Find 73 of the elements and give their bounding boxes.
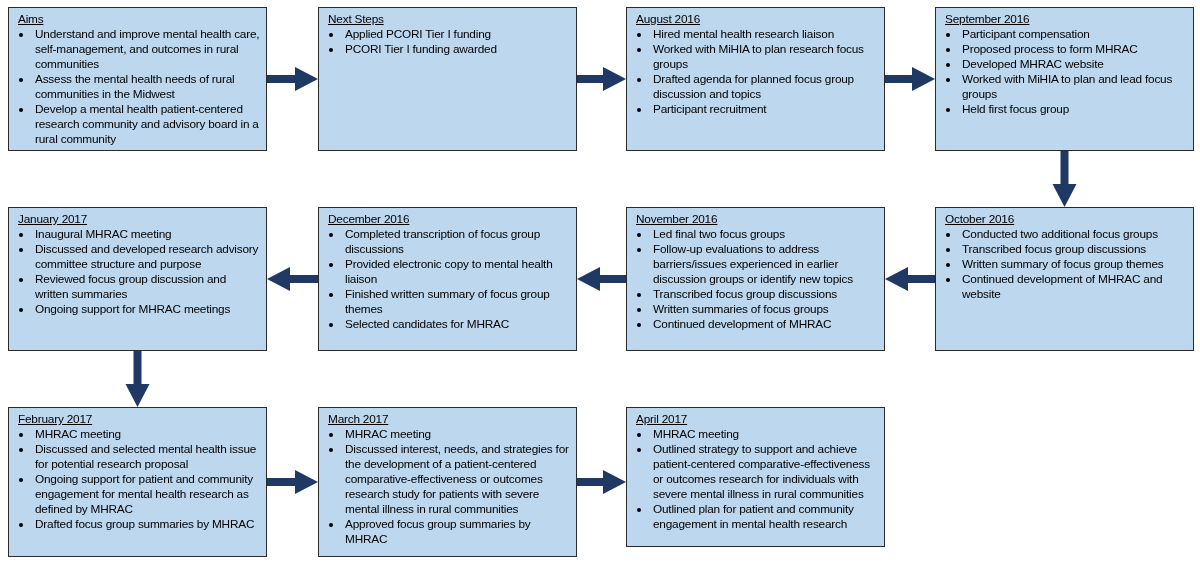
timeline-box	[626, 407, 885, 547]
bullet-item: Understand and improve mental health care, self-management, and outcomes in rural communities	[35, 27, 261, 72]
arrow	[577, 67, 626, 91]
timeline-box	[935, 207, 1194, 351]
bullet-item: Selected candidates for MHRAC	[345, 317, 511, 332]
box-heading: March 2017	[328, 412, 389, 427]
bullet-item: MHRAC meeting	[35, 427, 122, 442]
box-heading: Aims	[18, 12, 44, 27]
box-heading: November 2016	[636, 212, 718, 227]
box-heading: February 2017	[18, 412, 93, 427]
bullet-item: MHRAC meeting	[345, 427, 432, 442]
box-heading: April 2017	[636, 412, 688, 427]
timeline-box	[626, 7, 885, 151]
bullet-item: Reviewed focus group discussion and written summaries	[35, 272, 228, 302]
bullet-item: Applied PCORI Tier I funding	[345, 27, 492, 42]
bullet-item: Discussed and developed research advisory committee structure and purpose	[35, 242, 260, 272]
bullet-item: MHRAC meeting	[653, 427, 740, 442]
timeline-box	[8, 207, 267, 351]
arrow	[267, 267, 318, 291]
bullet-item: Worked with MiHIA to plan research focus groups	[653, 42, 865, 72]
timeline-box	[318, 207, 577, 351]
box-heading: August 2016	[636, 12, 701, 27]
bullet-item: Outlined plan for patient and community engagement in mental health research	[653, 502, 855, 532]
arrow	[885, 67, 935, 91]
bullet-item: Drafted focus group summaries by MHRAC	[35, 517, 256, 532]
bullet-item: Inaugural MHRAC meeting	[35, 227, 173, 242]
bullet-item: Proposed process to form MHRAC	[962, 42, 1139, 57]
box-heading: September 2016	[945, 12, 1030, 27]
bullet-item: Worked with MiHIA to plan and lead focus groups	[962, 72, 1174, 102]
bullet-item: Conducted two additional focus groups	[962, 227, 1159, 242]
bullet-item: Developed MHRAC website	[962, 57, 1105, 72]
bullet-item: Hired mental health research liaison	[653, 27, 835, 42]
bullet-item: Written summaries of focus groups	[653, 302, 830, 317]
bullet-item: Follow-up evaluations to address barriers/issues experienced in earlier discussion groups or identify new topics	[653, 242, 854, 287]
bullet-item: Outlined strategy to support and achieve patient-centered comparative-effectiveness or outcomes research for individuals with severe mental illness in rural communities	[653, 442, 871, 502]
box-heading: October 2016	[945, 212, 1015, 227]
timeline-box	[318, 407, 577, 557]
timeline-box	[318, 7, 577, 151]
box-heading: Next Steps	[328, 12, 384, 27]
bullet-item: Participant recruitment	[653, 102, 768, 117]
bullet-item: Assess the mental health needs of rural communities in the Midwest	[35, 72, 236, 102]
box-heading: December 2016	[328, 212, 410, 227]
arrow	[577, 267, 626, 291]
bullet-item: Completed transcription of focus group discussions	[345, 227, 542, 257]
bullet-item: Develop a mental health patient-centered research community and advisory board in a rural community	[35, 102, 260, 147]
bullet-item: Transcribed focus group discussions	[962, 242, 1148, 257]
bullet-item: Approved focus group summaries by MHRAC	[345, 517, 532, 547]
bullet-item: Ongoing support for MHRAC meetings	[35, 302, 232, 317]
bullet-item: Ongoing support for patient and community engagement for mental health research as defined by MHRAC	[35, 472, 255, 517]
bullet-item: PCORI Tier I funding awarded	[345, 42, 498, 57]
timeline-box	[935, 7, 1194, 151]
arrow	[125, 351, 150, 407]
arrow	[577, 470, 626, 494]
bullet-item: Drafted agenda for planned focus group discussion and topics	[653, 72, 855, 102]
arrow	[1052, 151, 1077, 207]
bullet-item: Provided electronic copy to mental health liaison	[345, 257, 554, 287]
bullet-item: Led final two focus groups	[653, 227, 786, 242]
bullet-item: Transcribed focus group discussions	[653, 287, 839, 302]
bullet-item: Discussed interest, needs, and strategies for the development of a patient-centered comparative-effectiveness or outcomes research study for patients with severe mental illness in rural communities	[345, 442, 570, 517]
box-heading: January 2017	[18, 212, 88, 227]
bullet-item: Discussed and selected mental health issue for potential research proposal	[35, 442, 258, 472]
timeline-box	[626, 207, 885, 351]
arrow	[267, 67, 318, 91]
bullet-item: Continued development of MHRAC	[653, 317, 833, 332]
arrow	[885, 267, 935, 291]
bullet-item: Held first focus group	[962, 102, 1071, 117]
timeline-box	[8, 407, 267, 557]
bullet-item: Participant compensation	[962, 27, 1091, 42]
arrow	[267, 470, 318, 494]
bullet-item: Written summary of focus group themes	[962, 257, 1165, 272]
bullet-item: Finished written summary of focus group themes	[345, 287, 551, 317]
timeline-box	[8, 7, 267, 151]
bullet-item: Continued development of MHRAC and website	[962, 272, 1164, 302]
